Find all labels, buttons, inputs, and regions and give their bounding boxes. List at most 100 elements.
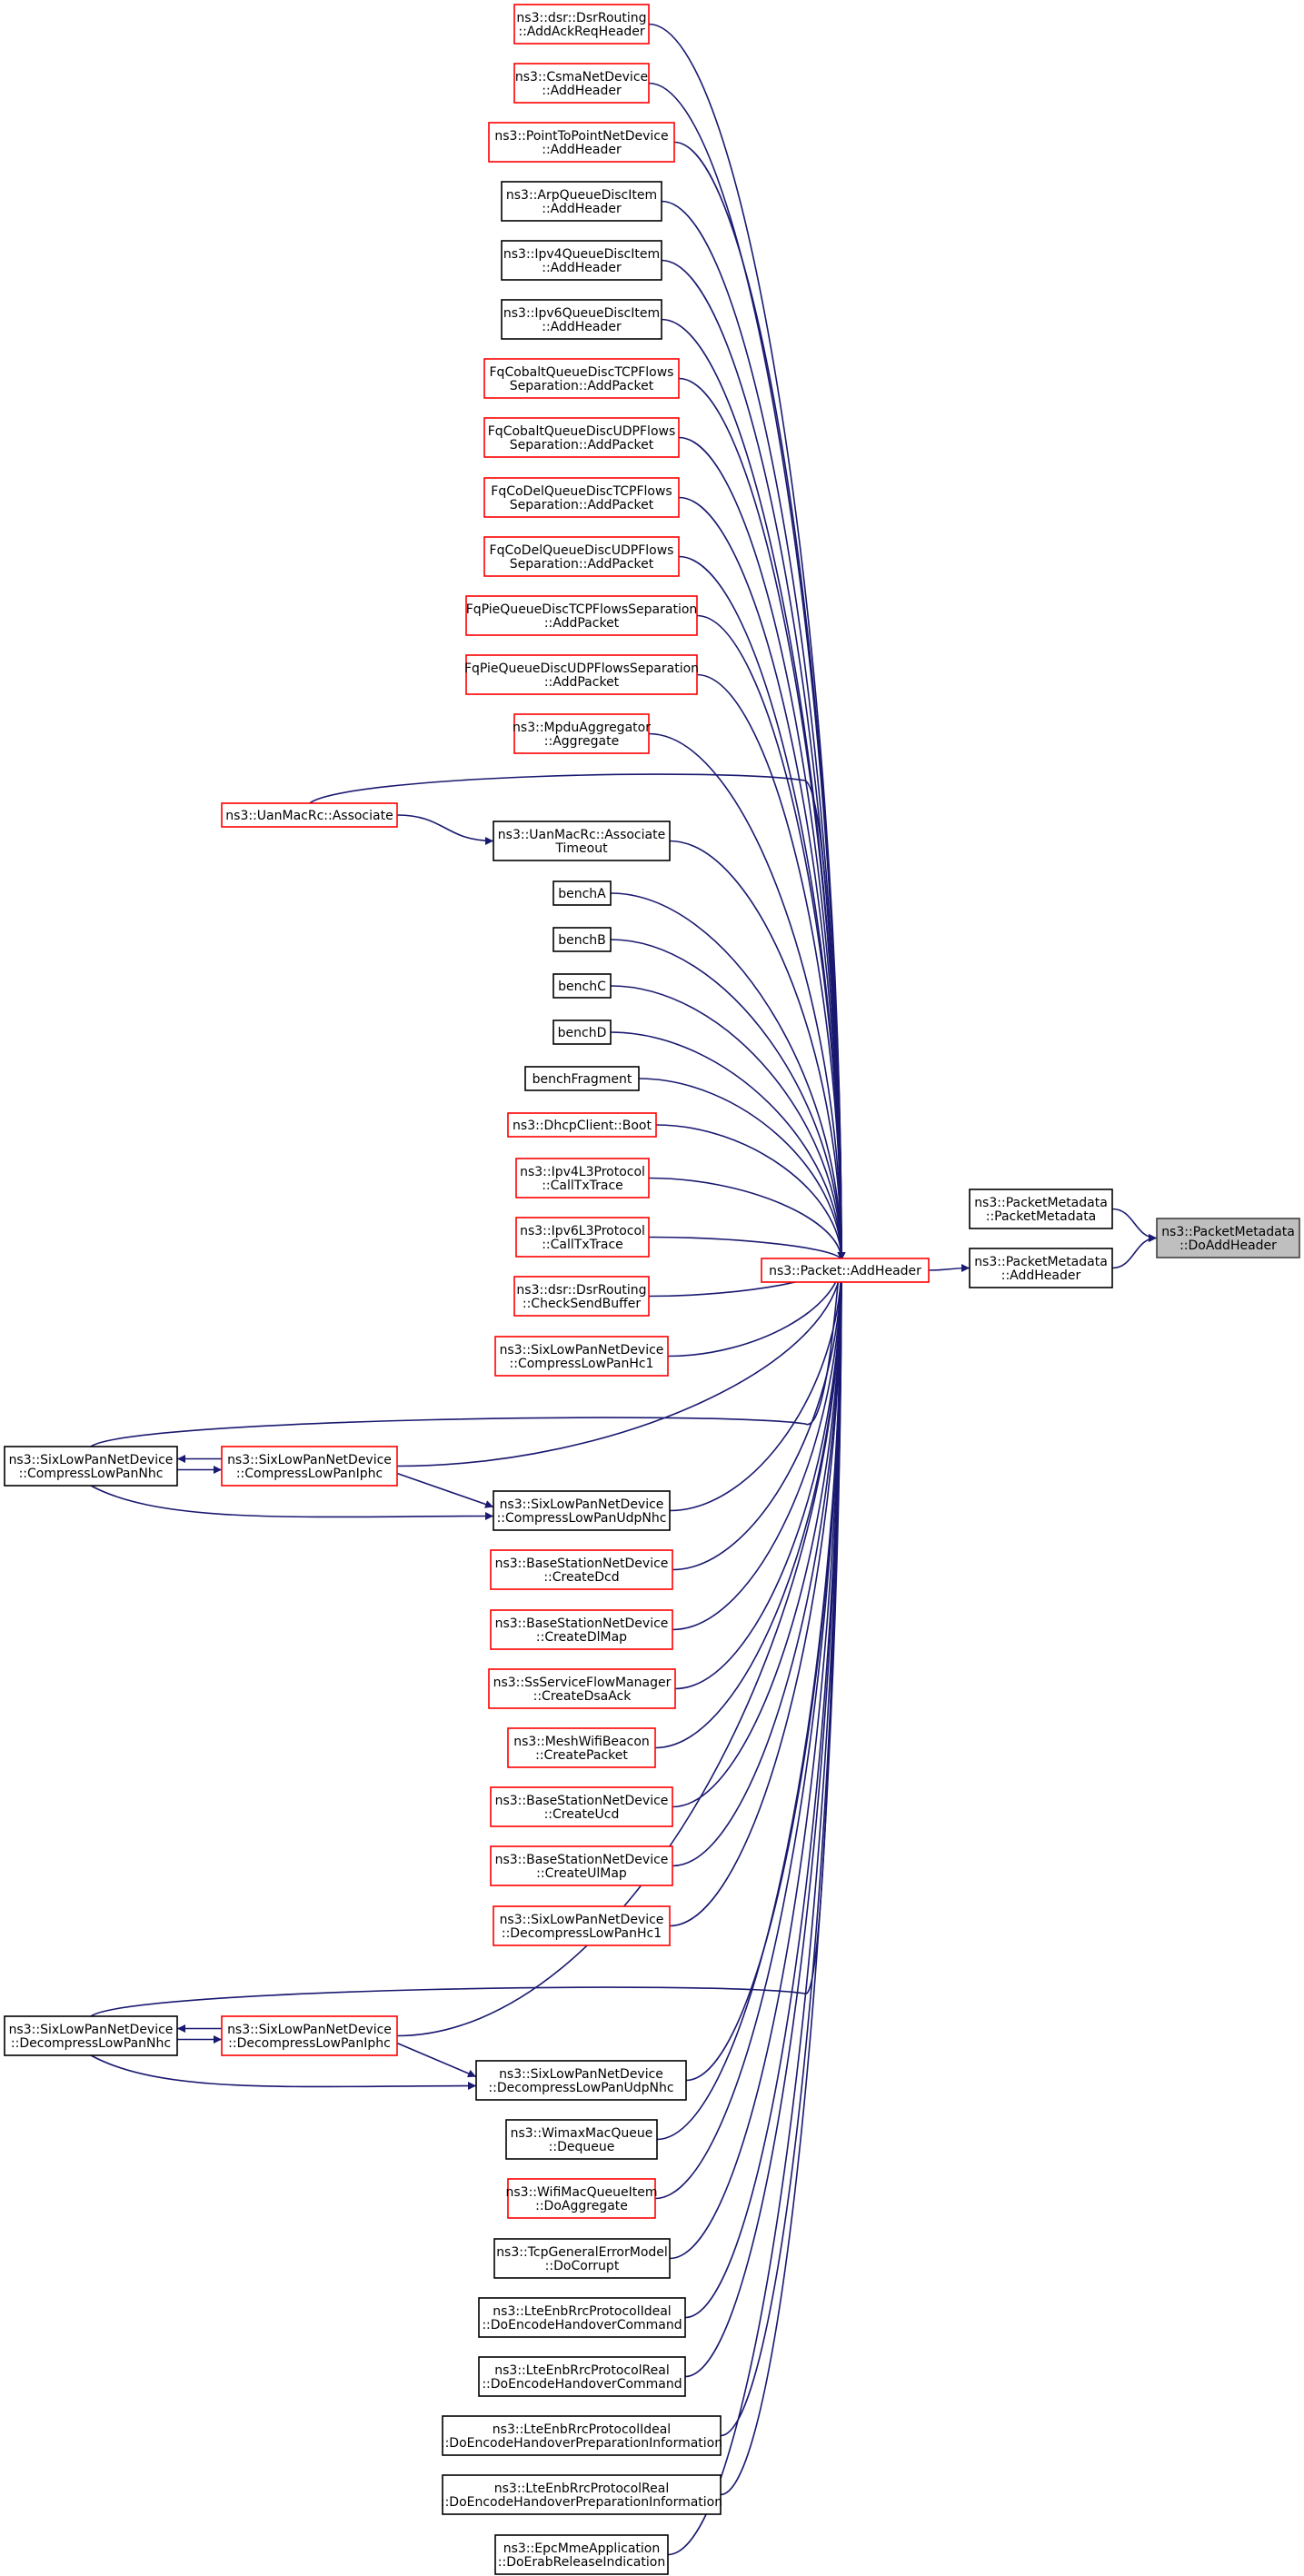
node-label: ns3::Ipv6QueueDiscItem xyxy=(503,306,660,321)
edge-n12-to-packet_addheader xyxy=(648,732,846,1261)
caller-node-n37[interactable]: ns3::SixLowPanNetDevice::DecompressLowPa… xyxy=(475,2060,687,2101)
caller-node-n06[interactable]: FqCobaltQueueDiscTCPFlowsSeparation::Add… xyxy=(483,358,680,399)
node-label: ns3::BaseStationNetDevice xyxy=(495,1616,669,1631)
caller-node-n01[interactable]: ns3::CsmaNetDevice::AddHeader xyxy=(513,63,650,104)
node-label: ::DoAggregate xyxy=(535,2199,628,2213)
edge-n26-to-n27 xyxy=(396,1472,494,1508)
caller-node-n34[interactable]: ns3::SixLowPanNetDevice::DecompressLowPa… xyxy=(493,1905,671,1946)
edge-n04-to-packet_addheader xyxy=(661,259,846,1261)
node-label: ::AddHeader xyxy=(542,320,622,334)
caller-node-n20[interactable]: ns3::DhcpClient::Boot xyxy=(507,1112,657,1138)
caller-node-n45[interactable]: ns3::EpcMmeApplication::DoErabReleaseInd… xyxy=(494,2534,669,2575)
caller-node-n17[interactable]: benchC xyxy=(552,973,612,999)
caller-node-n26[interactable]: ns3::SixLowPanNetDevice::CompressLowPanI… xyxy=(221,1446,398,1487)
node-box xyxy=(488,1668,676,1709)
caller-node-n08[interactable]: FqCoDelQueueDiscTCPFlowsSeparation::AddP… xyxy=(483,477,680,518)
caller-node-n30[interactable]: ns3::SsServiceFlowManager::CreateDsaAck xyxy=(488,1668,676,1709)
caller-node-n42[interactable]: ns3::LteEnbRrcProtocolReal::DoEncodeHand… xyxy=(478,2356,686,2397)
caller-node-n25[interactable]: ns3::SixLowPanNetDevice::CompressLowPanN… xyxy=(4,1446,178,1487)
caller-node-n24[interactable]: ns3::SixLowPanNetDevice::CompressLowPanH… xyxy=(494,1336,669,1377)
node-label: ns3::SixLowPanNetDevice xyxy=(9,1453,174,1467)
caller-node-n21[interactable]: ns3::Ipv4L3Protocol::CallTxTrace xyxy=(515,1158,650,1198)
edge-n25-to-packet_addheader xyxy=(90,1251,846,1447)
caller-node-n40[interactable]: ns3::TcpGeneralErrorModel::DoCorrupt xyxy=(493,2238,671,2279)
caller-node-n36[interactable]: ns3::SixLowPanNetDevice::DecompressLowPa… xyxy=(221,2015,398,2056)
edge-n07-to-packet_addheader xyxy=(678,436,846,1261)
caller-node-n33[interactable]: ns3::BaseStationNetDevice::CreateUlMap xyxy=(490,1845,673,1886)
caller-node-n22[interactable]: ns3::Ipv6L3Protocol::CallTxTrace xyxy=(515,1217,650,1258)
node-box xyxy=(483,358,680,399)
node-label: ::CreatePacket xyxy=(535,1748,628,1763)
caller-node-n11[interactable]: FqPieQueueDiscUDPFlowsSeparation::AddPac… xyxy=(464,654,699,695)
caller-node-n12[interactable]: ns3::MpduAggregator::Aggregate xyxy=(513,713,651,754)
caller-node-n05[interactable]: ns3::Ipv6QueueDiscItem::AddHeader xyxy=(501,299,662,340)
node-layer: ns3::PacketMetadata::DoAddHeaderns3::Pac… xyxy=(4,4,1300,2575)
caller-node-n31[interactable]: ns3::MeshWifiBeacon::CreatePacket xyxy=(507,1727,656,1768)
caller-node-n00[interactable]: ns3::dsr::DsrRouting::AddAckReqHeader xyxy=(513,4,650,45)
node-label: ::DecompressLowPanNhc xyxy=(11,2036,171,2051)
caller-node-n39[interactable]: ns3::WifiMacQueueItem::DoAggregate xyxy=(506,2178,658,2219)
node-box xyxy=(483,477,680,518)
caller-node-n28[interactable]: ns3::BaseStationNetDevice::CreateDcd xyxy=(490,1549,673,1590)
node-label: ns3::SixLowPanNetDevice xyxy=(227,2023,392,2037)
caller-node-n19[interactable]: benchFragment xyxy=(524,1066,640,1091)
node-label: ::DoEncodeHandoverCommand xyxy=(482,2377,682,2392)
hub-node-packet_addheader[interactable]: ns3::Packet::AddHeader xyxy=(761,1258,930,1283)
node-label: ::AddHeader xyxy=(542,202,622,216)
node-box xyxy=(483,536,680,577)
edge-n28-to-packet_addheader xyxy=(672,1259,846,1571)
edge-pm_ctor-to-focus xyxy=(1111,1208,1158,1242)
caller-node-n29[interactable]: ns3::BaseStationNetDevice::CreateDlMap xyxy=(490,1609,673,1650)
node-label: ::DoEncodeHandoverPreparationInformation xyxy=(441,2495,722,2510)
node-box xyxy=(501,181,662,222)
node-box xyxy=(513,713,650,754)
caller-node-n10[interactable]: FqPieQueueDiscTCPFlowsSeparation::AddPac… xyxy=(465,595,698,636)
caller-node-n16[interactable]: benchB xyxy=(552,927,612,952)
node-label: ns3::WimaxMacQueue xyxy=(511,2126,653,2141)
node-label: ns3::EpcMmeApplication xyxy=(503,2541,661,2556)
node-label: ::DoAddHeader xyxy=(1180,1238,1277,1253)
node-label: ns3::SixLowPanNetDevice xyxy=(227,1453,392,1467)
caller-node-pm_ctor[interactable]: ns3::PacketMetadata::PacketMetadata xyxy=(969,1189,1113,1229)
node-box xyxy=(494,2534,669,2575)
node-box xyxy=(4,2015,178,2056)
caller-node-n44[interactable]: ns3::LteEnbRrcProtocolReal::DoEncodeHand… xyxy=(441,2474,722,2515)
node-box xyxy=(483,417,680,458)
caller-node-pm_addheader[interactable]: ns3::PacketMetadata::AddHeader xyxy=(969,1248,1113,1288)
node-box xyxy=(552,880,612,906)
caller-node-n41[interactable]: ns3::LteEnbRrcProtocolIdeal::DoEncodeHan… xyxy=(478,2297,686,2338)
node-box xyxy=(505,2119,658,2160)
node-box xyxy=(478,2356,686,2397)
edge-n32-to-packet_addheader xyxy=(672,1259,846,1808)
node-box xyxy=(507,2178,656,2219)
node-label: Timeout xyxy=(554,841,608,856)
edge-n22-to-packet_addheader xyxy=(648,1236,846,1261)
caller-node-n07[interactable]: FqCobaltQueueDiscUDPFlowsSeparation::Add… xyxy=(483,417,680,458)
node-label: ns3::PacketMetadata xyxy=(1161,1225,1295,1239)
node-label: Separation::AddPacket xyxy=(510,557,654,572)
caller-node-n02[interactable]: ns3::PointToPointNetDevice::AddHeader xyxy=(488,122,675,163)
caller-node-n09[interactable]: FqCoDelQueueDiscUDPFlowsSeparation::AddP… xyxy=(483,536,680,577)
caller-node-n32[interactable]: ns3::BaseStationNetDevice::CreateUcd xyxy=(490,1786,673,1827)
edge-n20-to-packet_addheader xyxy=(655,1124,846,1261)
caller-node-n13[interactable]: ns3::UanMacRc::Associate xyxy=(221,802,398,828)
caller-node-n35[interactable]: ns3::SixLowPanNetDevice::DecompressLowPa… xyxy=(4,2015,178,2056)
node-label: ::CreateDcd xyxy=(543,1570,619,1585)
caller-node-n04[interactable]: ns3::Ipv4QueueDiscItem::AddHeader xyxy=(501,240,662,281)
node-label: ::CheckSendBuffer xyxy=(523,1297,641,1311)
node-box xyxy=(761,1258,930,1283)
caller-node-n23[interactable]: ns3::dsr::DsrRouting::CheckSendBuffer xyxy=(513,1276,650,1317)
caller-node-n43[interactable]: ns3::LteEnbRrcProtocolIdeal::DoEncodeHan… xyxy=(441,2415,722,2456)
caller-node-n15[interactable]: benchA xyxy=(552,880,612,906)
node-box xyxy=(221,2015,398,2056)
caller-node-n38[interactable]: ns3::WimaxMacQueue::Dequeue xyxy=(505,2119,658,2160)
node-label: ns3::ArpQueueDiscItem xyxy=(506,188,657,203)
caller-node-n03[interactable]: ns3::ArpQueueDiscItem::AddHeader xyxy=(501,181,662,222)
caller-node-n27[interactable]: ns3::SixLowPanNetDevice::CompressLowPanU… xyxy=(493,1490,671,1531)
node-label: ns3::SixLowPanNetDevice xyxy=(500,1913,664,1927)
node-box xyxy=(493,821,671,861)
edge-n15-to-packet_addheader xyxy=(610,892,846,1261)
caller-node-n18[interactable]: benchD xyxy=(552,1019,612,1045)
